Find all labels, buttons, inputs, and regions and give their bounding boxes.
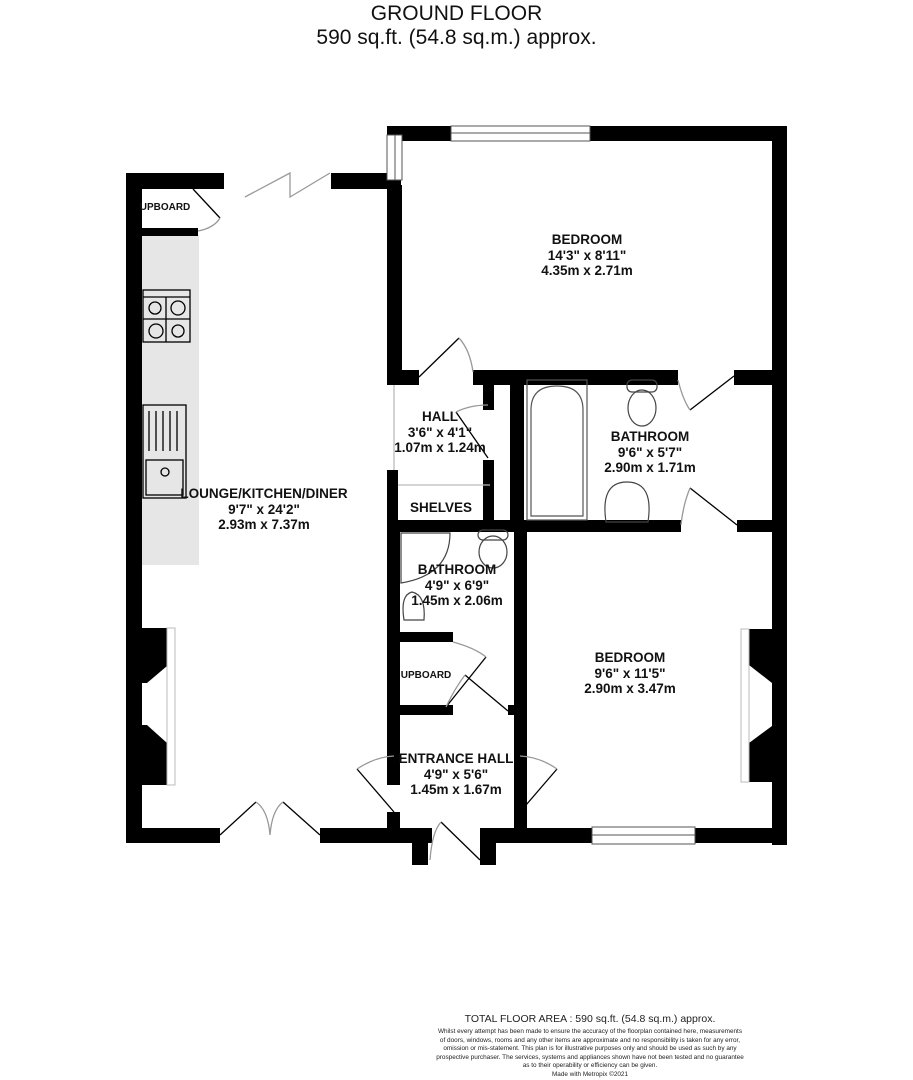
room-label-lounge: LOUNGE/KITCHEN/DINER 9'7" x 24'2" 2.93m …: [180, 486, 348, 532]
walls: [126, 126, 787, 865]
windows: [166, 125, 750, 845]
disclaimer: Whilst every attempt has been made to en…: [436, 1028, 744, 1078]
room-label-hall: HALL 3'6" x 4'1" 1.07m x 1.24m: [394, 409, 486, 455]
room-label-bedroom-1: BEDROOM 14'3" x 8'11" 4.35m x 2.71m: [541, 232, 633, 278]
hob-icon: [142, 289, 191, 343]
room-label-bedroom-2: BEDROOM 9'6" x 11'5" 2.90m x 3.47m: [584, 650, 676, 696]
room-label-bathroom-2: BATHROOM 4'9" x 6'9" 1.45m x 2.06m: [411, 562, 503, 608]
room-label-shelves: SHELVES: [409, 500, 473, 515]
floor-area: 590 sq.ft. (54.8 sq.m.) approx.: [316, 26, 597, 49]
room-label-cupboard-1: UPBOARD: [139, 202, 191, 213]
room-label-entrance-hall: ENTRANCE HALL 4'9" x 5'6" 1.45m x 1.67m: [398, 751, 514, 797]
bath-icon: [526, 379, 588, 521]
sink-icon: [142, 404, 187, 499]
room-label-bathroom-1: BATHROOM 9'6" x 5'7" 2.90m x 1.71m: [604, 429, 696, 475]
toilet-icon: [477, 379, 658, 569]
floor-title: GROUND FLOOR: [370, 2, 543, 25]
doors: [192, 171, 738, 861]
total-floor-area: TOTAL FLOOR AREA : 590 sq.ft. (54.8 sq.m…: [464, 1013, 716, 1025]
room-label-cupboard-2: UPBOARD: [400, 670, 452, 681]
basin-icon: [402, 481, 650, 621]
footer: TOTAL FLOOR AREA : 590 sq.ft. (54.8 sq.m…: [420, 1012, 760, 1080]
shower-icon: [400, 532, 451, 584]
floor-header: GROUND FLOOR 590 sq.ft. (54.8 sq.m.) app…: [0, 2, 913, 50]
